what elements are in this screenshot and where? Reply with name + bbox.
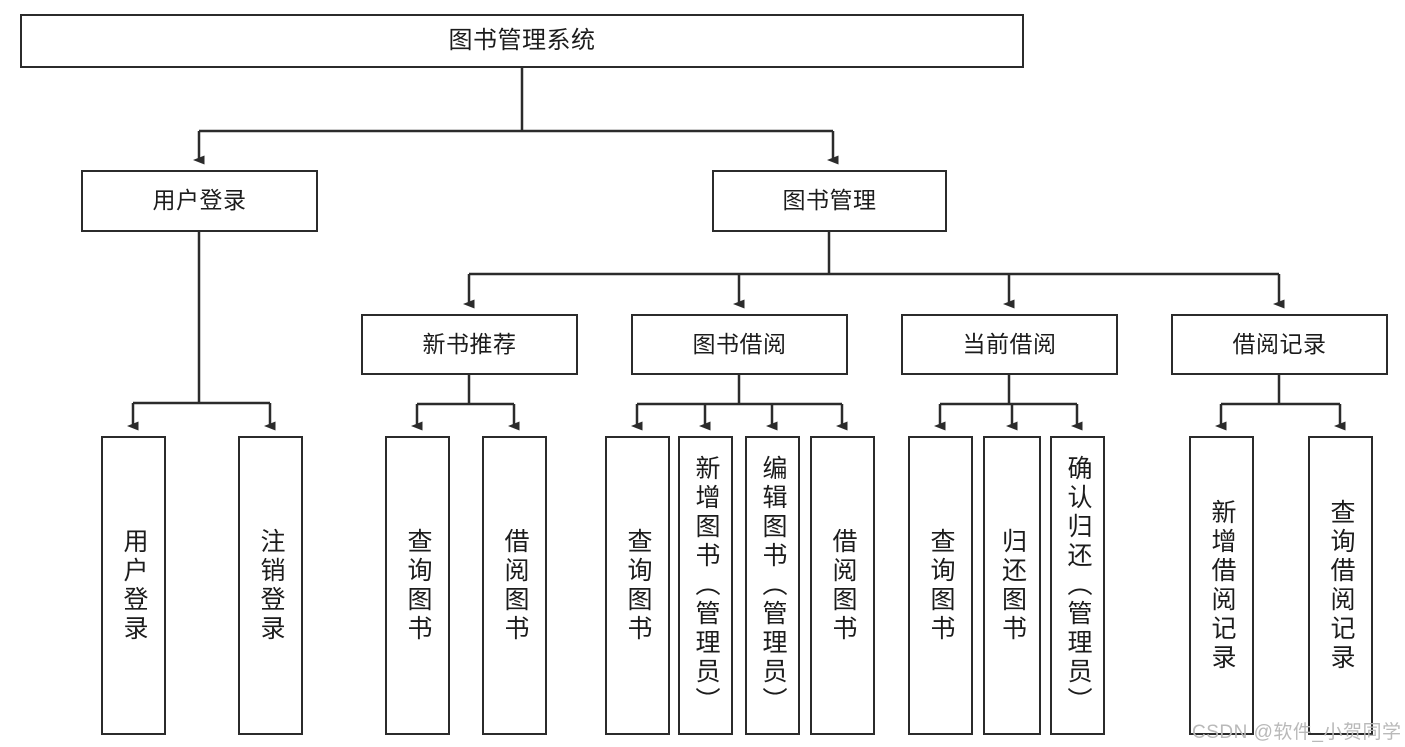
node-root[interactable]: 图书管理系统: [20, 14, 1024, 68]
node-leaf-add-book[interactable]: 新增图书（管理员）: [678, 436, 733, 735]
node-book-management-label: 图书管理: [782, 187, 877, 214]
node-leaf-user-login-label: 用户登录: [120, 527, 148, 644]
node-user-login[interactable]: 用户登录: [81, 170, 318, 232]
node-book-borrow-label: 图书借阅: [692, 330, 787, 357]
watermark: CSDN @软件_小贺同学: [1192, 722, 1402, 743]
node-leaf-add-record-label: 新增借阅记录: [1208, 498, 1236, 673]
node-leaf-edit-book[interactable]: 编辑图书（管理员）: [745, 436, 800, 735]
node-book-management[interactable]: 图书管理: [712, 170, 947, 232]
node-user-login-label: 用户登录: [152, 187, 247, 214]
node-leaf-query-book-2-label: 查询图书: [624, 527, 652, 644]
node-leaf-borrow-book-1[interactable]: 借阅图书: [482, 436, 547, 735]
node-leaf-user-login[interactable]: 用户登录: [101, 436, 166, 735]
node-leaf-borrow-book-1-label: 借阅图书: [501, 527, 529, 644]
node-leaf-edit-book-label: 编辑图书（管理员）: [759, 455, 787, 716]
node-root-label: 图书管理系统: [448, 26, 596, 54]
node-leaf-return-book-label: 归还图书: [998, 527, 1027, 644]
node-leaf-confirm-return[interactable]: 确认归还（管理员）: [1050, 436, 1105, 735]
node-borrow-record[interactable]: 借阅记录: [1171, 314, 1388, 375]
node-current-borrow-label: 当前借阅: [962, 330, 1057, 357]
node-current-borrow[interactable]: 当前借阅: [901, 314, 1118, 375]
node-leaf-confirm-return-label: 确认归还（管理员）: [1064, 455, 1092, 716]
node-leaf-add-book-label: 新增图书（管理员）: [692, 455, 720, 716]
node-leaf-query-book-1-label: 查询图书: [404, 527, 432, 644]
node-leaf-query-book-1[interactable]: 查询图书: [385, 436, 450, 735]
node-leaf-add-record[interactable]: 新增借阅记录: [1189, 436, 1254, 735]
node-leaf-query-record-label: 查询借阅记录: [1327, 498, 1355, 673]
node-borrow-record-label: 借阅记录: [1232, 330, 1327, 357]
node-leaf-user-logout-label: 注销登录: [257, 527, 285, 644]
node-leaf-return-book[interactable]: 归还图书: [983, 436, 1041, 735]
node-leaf-query-book-2[interactable]: 查询图书: [605, 436, 670, 735]
node-leaf-borrow-book-2[interactable]: 借阅图书: [810, 436, 875, 735]
node-leaf-borrow-book-2-label: 借阅图书: [829, 527, 857, 644]
node-book-borrow[interactable]: 图书借阅: [631, 314, 848, 375]
node-leaf-user-logout[interactable]: 注销登录: [238, 436, 303, 735]
node-leaf-query-book-3[interactable]: 查询图书: [908, 436, 973, 735]
node-leaf-query-book-3-label: 查询图书: [927, 527, 955, 644]
node-new-book-recommend-label: 新书推荐: [422, 330, 517, 357]
node-new-book-recommend[interactable]: 新书推荐: [361, 314, 578, 375]
node-leaf-query-record[interactable]: 查询借阅记录: [1308, 436, 1373, 735]
